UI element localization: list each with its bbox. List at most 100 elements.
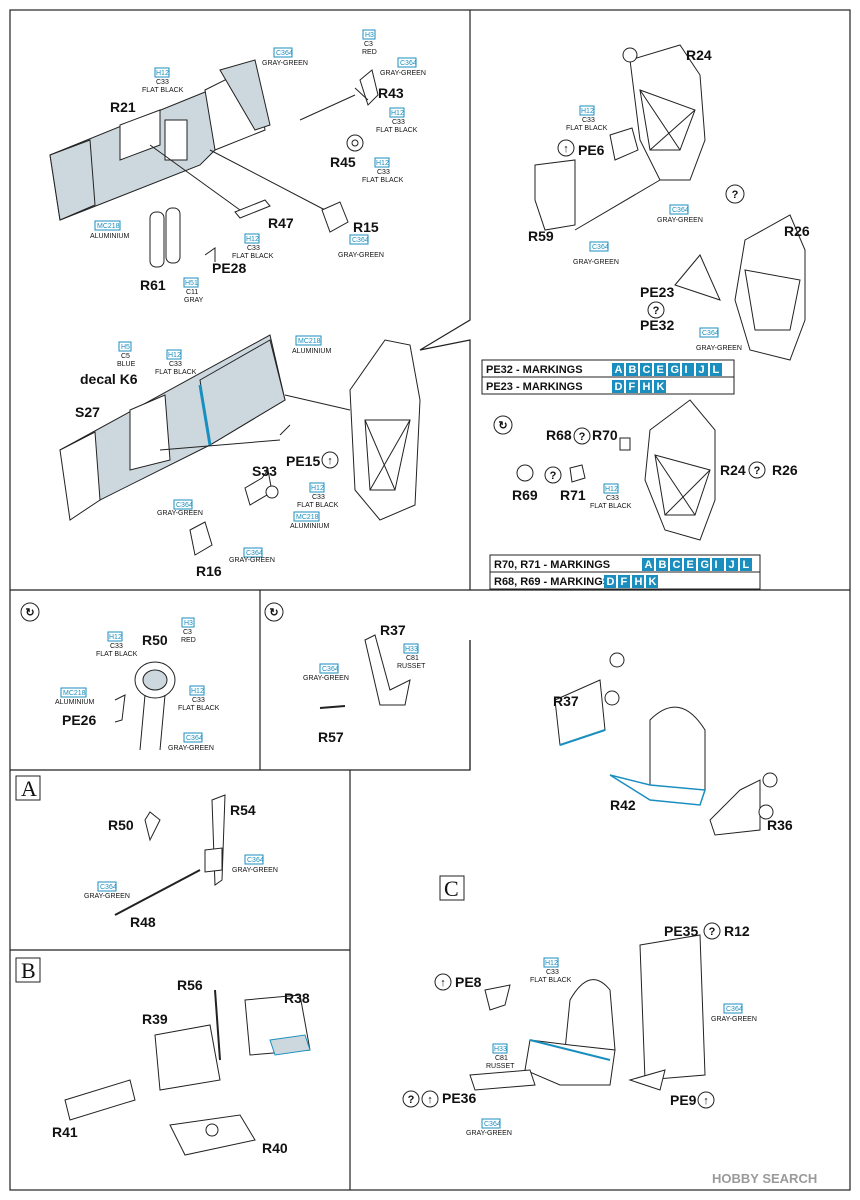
svg-text:GRAY-GREEN: GRAY-GREEN <box>573 259 619 266</box>
label-r71: R71 <box>560 487 586 503</box>
svg-text:H33: H33 <box>405 646 418 653</box>
svg-text:H12: H12 <box>168 352 181 359</box>
s27-wall-assembly <box>59 334 421 556</box>
svg-text:↑: ↑ <box>427 1094 433 1106</box>
label-r37: R37 <box>380 622 406 638</box>
label-r57: R57 <box>318 729 344 745</box>
svg-text:C364: C364 <box>352 237 369 244</box>
label-r68: R68 <box>546 427 572 443</box>
svg-text:MC218: MC218 <box>296 514 319 521</box>
svg-text:↑: ↑ <box>440 977 446 989</box>
marking-letter: E <box>687 559 694 571</box>
svg-text:C11: C11 <box>186 289 198 296</box>
svg-text:H3: H3 <box>365 32 374 39</box>
marking-letter: K <box>649 576 657 588</box>
rotate-icon <box>20 602 40 622</box>
label-pe23: PE23 <box>640 284 674 300</box>
svg-text:↑: ↑ <box>327 455 333 467</box>
svg-text:RUSSET: RUSSET <box>397 663 426 670</box>
marking-letter: L <box>713 364 720 376</box>
marking-letter: B <box>659 559 667 571</box>
marking-letter-box <box>654 380 666 393</box>
svg-text:H5: H5 <box>121 344 130 351</box>
label-r56: R56 <box>177 977 203 993</box>
label-r16: R16 <box>196 563 222 579</box>
svg-text:C81: C81 <box>495 1055 508 1062</box>
marking-letter-box <box>712 558 724 571</box>
svg-text:GRAY-GREEN: GRAY-GREEN <box>696 345 742 352</box>
svg-text:H51: H51 <box>185 280 198 287</box>
marking-letter: A <box>615 364 623 376</box>
marking-letter-box <box>682 363 694 376</box>
label-r37-b: R37 <box>553 693 579 709</box>
svg-text:H12: H12 <box>191 688 204 695</box>
marking-letter: D <box>615 381 623 393</box>
svg-text:C33: C33 <box>546 969 559 976</box>
marking-letter: H <box>643 381 651 393</box>
svg-text:FLAT BLACK: FLAT BLACK <box>376 127 418 134</box>
marking-letter-box <box>626 380 638 393</box>
svg-text:C364: C364 <box>276 50 293 57</box>
marking-letter-box <box>612 380 624 393</box>
svg-text:FLAT BLACK: FLAT BLACK <box>566 125 608 132</box>
svg-text:C5: C5 <box>121 353 130 360</box>
marking-letter: E <box>657 364 664 376</box>
svg-text:GRAY-GREEN: GRAY-GREEN <box>262 60 308 67</box>
svg-text:C33: C33 <box>192 697 205 704</box>
label-pe28: PE28 <box>212 260 246 276</box>
svg-text:GRAY-GREEN: GRAY-GREEN <box>303 675 349 682</box>
label-r26-b: R26 <box>772 462 798 478</box>
svg-text:C3: C3 <box>183 629 192 636</box>
svg-text:FLAT BLACK: FLAT BLACK <box>362 177 404 184</box>
r24-bulkhead-assembly <box>516 44 806 541</box>
label-r47: R47 <box>268 215 294 231</box>
svg-text:H12: H12 <box>109 634 122 641</box>
label-r50-b: R50 <box>108 817 134 833</box>
label-pe6: PE6 <box>578 142 605 158</box>
svg-text:C364: C364 <box>100 884 117 891</box>
svg-text:H12: H12 <box>376 160 389 167</box>
svg-text:C364: C364 <box>246 550 263 557</box>
c-seat-assembly <box>469 934 706 1091</box>
section-b: B <box>21 958 36 983</box>
question-icon <box>402 1090 420 1108</box>
label-pe8: PE8 <box>455 974 482 990</box>
svg-text:GRAY-GREEN: GRAY-GREEN <box>380 70 426 77</box>
marking-letter: A <box>645 559 653 571</box>
svg-text:FLAT BLACK: FLAT BLACK <box>297 502 339 509</box>
svg-text:C3: C3 <box>364 41 373 48</box>
symbol-glyphs: ??? ???? ↑↑↑↑↑ ↻↻↻ <box>25 143 760 1107</box>
svg-text:?: ? <box>709 926 716 938</box>
svg-text:GRAY-GREEN: GRAY-GREEN <box>338 252 384 259</box>
marking-letter: G <box>701 559 710 571</box>
svg-text:H33: H33 <box>494 1046 507 1053</box>
svg-text:ALUMINIUM: ALUMINIUM <box>90 233 129 240</box>
marking-letter-box <box>668 363 680 376</box>
panel-borders <box>9 9 851 1191</box>
svg-text:GRAY: GRAY <box>184 297 204 304</box>
svg-text:MC218: MC218 <box>97 223 120 230</box>
svg-text:?: ? <box>579 431 586 443</box>
symbol-icons <box>20 47 778 1109</box>
label-r26: R26 <box>784 223 810 239</box>
marking-letter: K <box>657 381 665 393</box>
svg-text:C33: C33 <box>169 361 182 368</box>
question-icon <box>573 427 591 445</box>
svg-text:C33: C33 <box>247 245 260 252</box>
r68-markings-label: R68, R69 - MARKINGS <box>494 576 610 588</box>
